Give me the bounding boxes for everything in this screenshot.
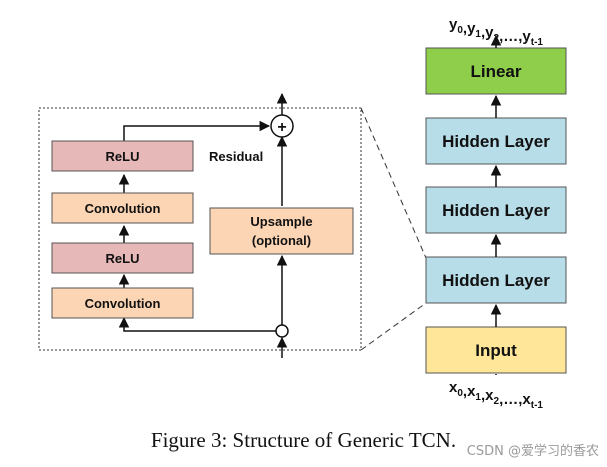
zoom-line-top — [360, 107, 427, 259]
linear-box — [425, 47, 567, 95]
input-box — [425, 326, 567, 374]
residual-block-outline — [38, 107, 362, 351]
sum-node — [270, 114, 294, 138]
input-label: Input — [475, 341, 517, 360]
hidden-1-label: Hidden Layer — [442, 271, 550, 290]
linear-label: Linear — [470, 62, 521, 81]
watermark: CSDN @爱学习的香农 — [466, 444, 599, 459]
hidden-3-box — [425, 117, 567, 165]
upsample-label: Upsample — [250, 214, 312, 229]
sum-symbol: + — [277, 119, 286, 136]
relu-bottom-label: ReLU — [106, 251, 140, 266]
conv-bottom-box — [51, 287, 194, 319]
hidden-1-box — [425, 256, 567, 304]
junction-node — [275, 324, 289, 338]
upsample-box — [209, 207, 354, 255]
relu-top-label: ReLU — [106, 149, 140, 164]
relu-top-box — [51, 140, 194, 172]
conv-top-box — [51, 192, 194, 224]
conv-top-label: Convolution — [85, 201, 161, 216]
skip-to-conv-line — [118, 316, 276, 332]
hidden-3-label: Hidden Layer — [442, 132, 550, 151]
relu-to-sum-line — [123, 120, 271, 141]
conv-bottom-label: Convolution — [85, 296, 161, 311]
input-sequence-label: x0,x1,x2,…,xt-1 — [449, 379, 543, 411]
hidden-2-label: Hidden Layer — [442, 201, 550, 220]
upsample-optional-label: (optional) — [252, 233, 311, 248]
output-sequence-label: y0,y1,y2,…,yt-1 — [449, 16, 543, 48]
zoom-line-bottom — [360, 302, 427, 351]
residual-label: Residual — [209, 149, 263, 164]
relu-bottom-box — [51, 242, 194, 274]
figure-caption: Figure 3: Structure of Generic TCN. — [150, 428, 457, 452]
